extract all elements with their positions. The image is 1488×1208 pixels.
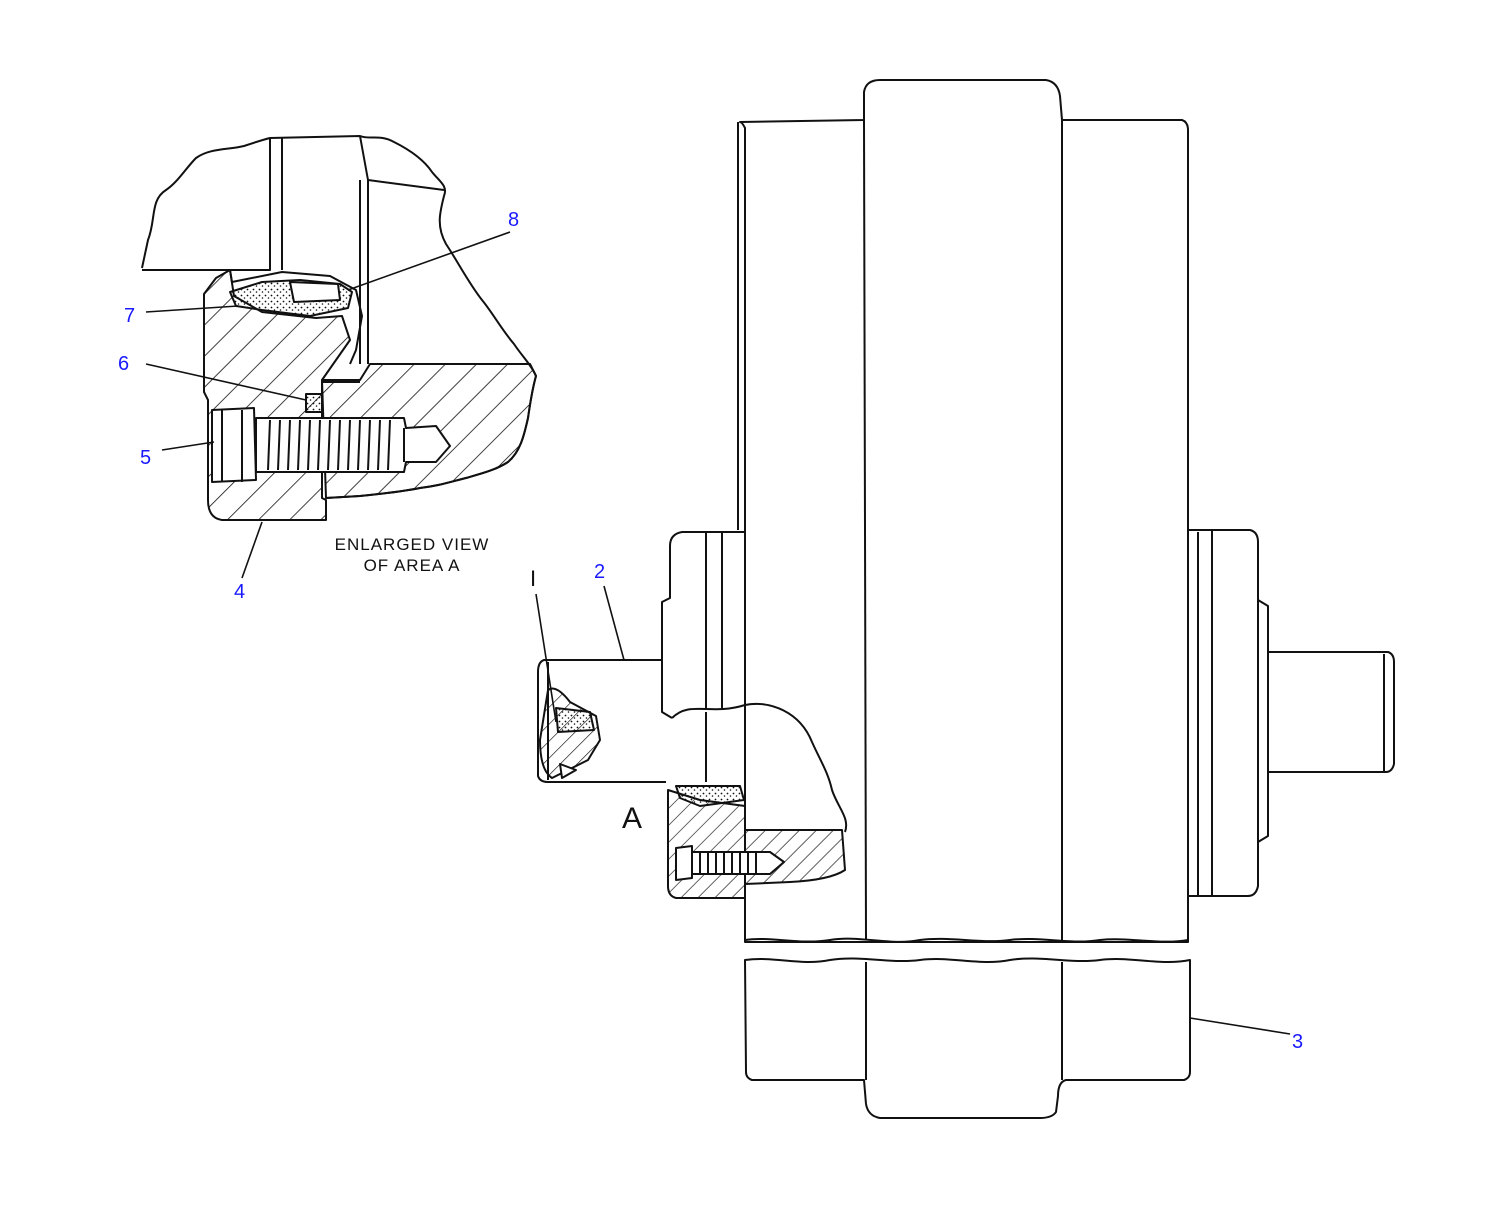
caption-line-2: OF AREA A <box>363 556 461 575</box>
main-cutaway-section <box>667 703 848 900</box>
roller-lower-body <box>744 957 1191 1119</box>
shaft-seal-detail <box>539 687 601 779</box>
callout-7: 7 <box>124 305 136 327</box>
area-label: A <box>622 802 643 835</box>
callout-3: 3 <box>1292 1031 1304 1053</box>
enlarged-view-caption: ENLARGED VIEW OF AREA A <box>324 534 500 576</box>
callout-4: 4 <box>234 581 246 603</box>
leader-lines <box>145 231 1291 1035</box>
callout-8: 8 <box>508 209 520 231</box>
right-collar-and-shaft <box>1188 529 1395 897</box>
callout-5: 5 <box>140 447 152 469</box>
callout-1: I <box>530 566 537 591</box>
left-collar <box>661 531 745 719</box>
roller-upper-body <box>737 79 1189 943</box>
callout-2: 2 <box>594 561 606 583</box>
callout-6: 6 <box>118 353 130 375</box>
enlarged-view <box>141 135 537 521</box>
caption-line-1: ENLARGED VIEW <box>334 535 490 554</box>
